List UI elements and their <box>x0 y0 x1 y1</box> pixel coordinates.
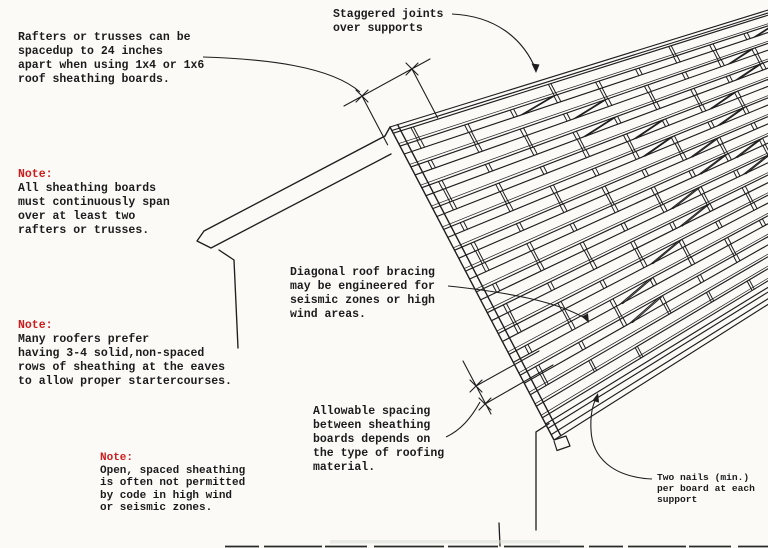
leader-diagonal-bracing <box>447 285 589 321</box>
note-code: Note: Open, spaced sheathing is often no… <box>100 452 245 515</box>
label-line: Many roofers prefer <box>18 333 150 346</box>
label-diagonal-bracing: Diagonal roof bracing may be engineered … <box>290 266 435 322</box>
label-line: over at least two <box>18 210 136 223</box>
note-span: Note: All sheathing boards must continuo… <box>18 168 170 238</box>
label-rafter-spacing: Rafters or trusses can be spacedup to 24… <box>18 31 204 87</box>
label-line: All sheathing boards <box>18 182 157 195</box>
label-line: material. <box>313 461 376 474</box>
staggered-joint-lines <box>410 45 768 387</box>
scan-smudge <box>330 540 560 544</box>
eave-fascia-end <box>553 435 571 452</box>
label-line: having 3-4 solid,non-spaced <box>18 347 205 360</box>
label-line: may be engineered for <box>290 280 435 293</box>
label-line: roof sheathing boards. <box>18 73 170 86</box>
board-spacing-dimension <box>462 350 554 415</box>
rafter-lines <box>416 32 768 375</box>
diagonal-brace-lines <box>520 27 768 324</box>
label-line: is often not permitted <box>100 477 246 490</box>
board-thickness-lines <box>398 23 768 416</box>
label-line: over supports <box>333 22 423 35</box>
wall-corner <box>498 422 550 547</box>
label-line: boards depends on <box>313 433 431 446</box>
label-line: Two nails (min.) <box>657 472 750 483</box>
label-line: apart when using 1x4 or 1x6 <box>18 59 205 72</box>
label-line: rows of sheathing at the eaves <box>18 361 226 374</box>
label-staggered-joints: Staggered joints over supports <box>333 8 443 36</box>
label-line: Rafters or trusses can be <box>18 31 191 44</box>
arrowhead-staggered-joints <box>531 63 540 73</box>
arrowhead-diagonal-bracing <box>581 313 589 323</box>
label-line: rafters or trusses. <box>18 224 150 237</box>
leader-rafter-spacing <box>202 56 361 93</box>
rafter-spacing-dimension <box>343 58 439 146</box>
arrowhead-two-nails <box>592 393 600 403</box>
note-prefix: Note: <box>18 168 53 181</box>
label-line: by code in high wind <box>100 489 233 502</box>
leader-allowable-spacing <box>445 401 481 438</box>
label-two-nails: Two nails (min.) per board at each suppo… <box>657 472 755 505</box>
label-line: per board at each <box>657 483 755 494</box>
leader-two-nails <box>590 394 653 480</box>
note-prefix: Note: <box>100 452 134 464</box>
sheathing-boards-lines <box>389 9 768 441</box>
label-line: Staggered joints <box>333 8 444 21</box>
label-line: support <box>657 494 698 505</box>
label-line: Allowable spacing <box>313 405 431 418</box>
label-line: seismic zones or high <box>290 294 435 307</box>
label-line: must continuously span <box>18 196 170 209</box>
label-line: wind areas. <box>290 308 366 321</box>
label-line: between sheathing <box>313 419 431 432</box>
leader-staggered-joints <box>451 13 537 71</box>
note-eaves: Note: Many roofers prefer having 3-4 sol… <box>18 319 232 389</box>
label-line: Open, spaced sheathing <box>100 464 246 477</box>
gable-rafter <box>196 135 392 349</box>
label-line: spacedup to 24 inches <box>18 45 163 58</box>
note-prefix: Note: <box>18 319 53 332</box>
label-allowable-spacing: Allowable spacing between sheathing boar… <box>313 405 444 475</box>
label-line: the type of roofing <box>313 447 445 460</box>
label-line: or seismic zones. <box>100 502 213 515</box>
rake-edge <box>384 123 562 441</box>
label-line: Diagonal roof bracing <box>290 266 435 279</box>
label-line: to allow proper startercourses. <box>18 375 232 388</box>
